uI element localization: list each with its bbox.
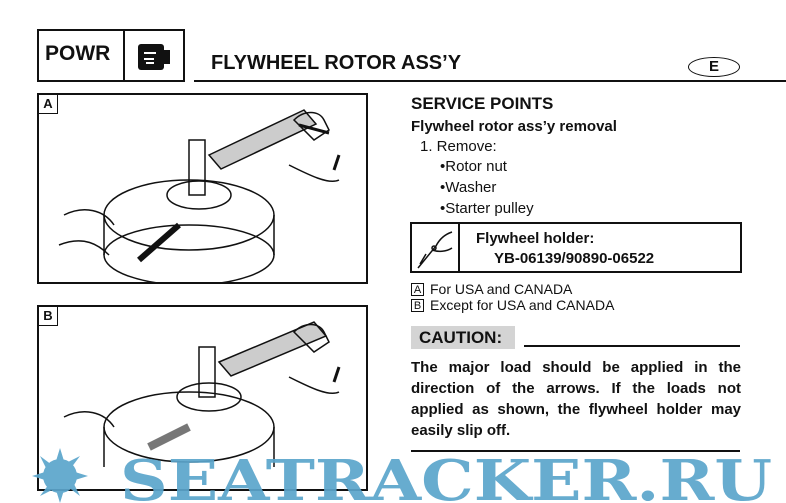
note-key: B — [411, 299, 424, 312]
flywheel-holder-tool-icon — [412, 224, 460, 271]
figure-label: A — [39, 95, 58, 114]
figure-b: B — [37, 305, 368, 491]
bullet-item: •Starter pulley — [440, 200, 534, 217]
section-code: POWR — [45, 42, 111, 65]
caution-end-rule — [411, 450, 740, 452]
flywheel-holder-illustration — [63, 321, 341, 467]
step-text: 1. Remove: — [420, 138, 497, 155]
page-title: FLYWHEEL ROTOR ASS’Y — [211, 52, 462, 74]
flywheel-holder-illustration — [58, 109, 341, 282]
section-heading: SERVICE POINTS — [411, 94, 554, 113]
engine-icon — [138, 44, 170, 70]
note-text: Except for USA and CANADA — [430, 297, 615, 313]
tool-name: Flywheel holder: — [476, 230, 595, 247]
figure-a: A — [37, 93, 368, 284]
subheading: Flywheel rotor ass’y removal — [411, 118, 617, 135]
divider — [123, 31, 125, 80]
title-rule — [194, 80, 786, 82]
note-a: A For USA and CANADA — [411, 281, 572, 297]
bullet-item: •Washer — [440, 179, 497, 196]
caution-label: CAUTION: — [411, 326, 515, 349]
note-key: A — [411, 283, 424, 296]
caution-text: The major load should be applied in the … — [411, 359, 741, 439]
tool-part-number: YB-06139/90890-06522 — [494, 250, 655, 267]
figure-label: B — [39, 307, 58, 326]
special-tool-box: Flywheel holder: YB-06139/90890-06522 — [410, 222, 742, 273]
caution-rule — [524, 345, 740, 347]
section-badge: POWR — [37, 29, 185, 82]
language-badge: E — [688, 57, 740, 77]
note-text: For USA and CANADA — [430, 281, 573, 297]
note-b: B Except for USA and CANADA — [411, 297, 614, 313]
bullet-item: •Rotor nut — [440, 158, 507, 175]
